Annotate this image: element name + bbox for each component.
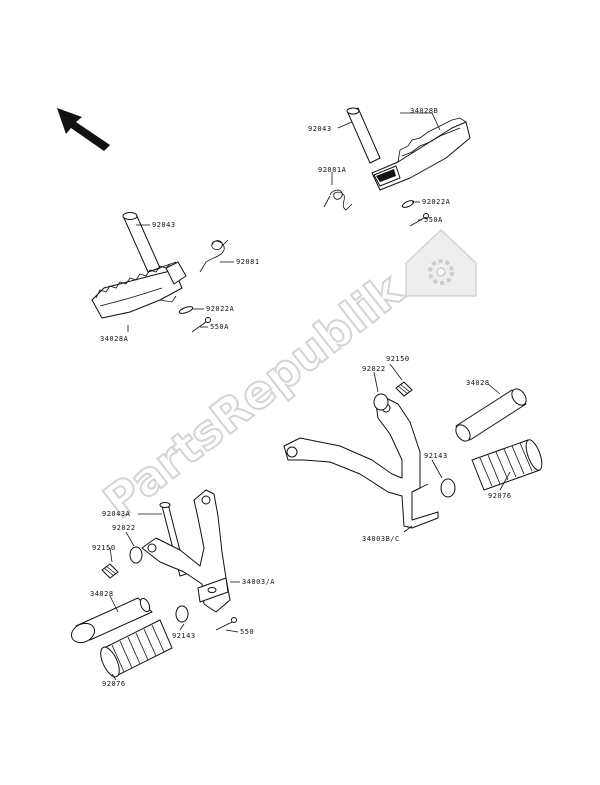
label-rear-peg-tube-left: 34028 [90,590,114,598]
label-washer-right: 92022A [422,198,451,206]
washer-left [178,306,194,314]
gear-icon [405,228,477,297]
label-bolt-left: 92043A [102,510,131,518]
label-collar-left: 92143 [172,632,196,640]
label-footpeg-pin-left: 92043 [152,221,176,229]
grommet-right [395,381,413,397]
label-grommet-left: 92150 [92,544,116,552]
label-cotter-pin-left: 550A [210,323,229,331]
label-cotter-bracket-left: 550 [240,628,254,636]
label-footpeg-pin-right: 92043 [308,125,332,133]
rear-bracket-assembly-left [70,489,237,678]
bracket-left [141,489,231,613]
washer-bracket-left [129,546,143,564]
washer-right [401,200,415,208]
rear-bracket-assembly-right [283,381,543,529]
rubber-right [471,439,543,491]
label-washer-bracket-right: 92022 [362,365,386,373]
label-washer-bracket-left: 92022 [112,524,136,532]
label-spring-left: 92081 [236,258,260,266]
label-spring-right: 92081A [318,166,347,174]
label-rear-peg-tube-right: 34028 [466,379,490,387]
washer-bracket-right [373,393,389,411]
footpeg-left [91,261,187,319]
rear-peg-tube-left [70,597,153,644]
footpeg-right [371,117,471,191]
cotter-bracket-left [215,617,237,631]
label-rubber-right: 92076 [488,492,512,500]
label-washer-left: 92022A [206,305,235,313]
grommet-left [101,563,119,579]
label-rubber-left: 92076 [102,680,126,688]
spring-left [199,239,229,273]
cotter-pin-left [191,317,211,333]
leader-lines [109,112,511,681]
spring-right [323,189,353,211]
bracket-right [283,397,439,529]
arrow-up-left-icon [57,108,110,151]
label-grommet-right: 92150 [386,355,410,363]
footpeg-pin-right [346,107,381,164]
label-collar-right: 92143 [424,452,448,460]
part-labels: 92043 34028B 92081A 92022A 550A 92043 92… [90,107,512,688]
label-footpeg-right: 34028B [410,107,438,115]
rear-peg-tube-right [455,388,527,442]
footpeg-assembly-left [91,212,229,333]
footpeg-assembly-right [323,107,471,227]
label-cotter-pin-right: 550A [424,216,443,224]
collar-left [175,605,189,623]
label-bracket-left: 34003/A [242,578,275,586]
collar-right [440,478,456,498]
footpeg-pin-left [122,212,177,273]
label-footpeg-left: 34028A [100,335,129,343]
label-bracket-right: 34003B/C [362,535,400,543]
cotter-pin-right [409,213,429,227]
rubber-left [100,619,173,678]
